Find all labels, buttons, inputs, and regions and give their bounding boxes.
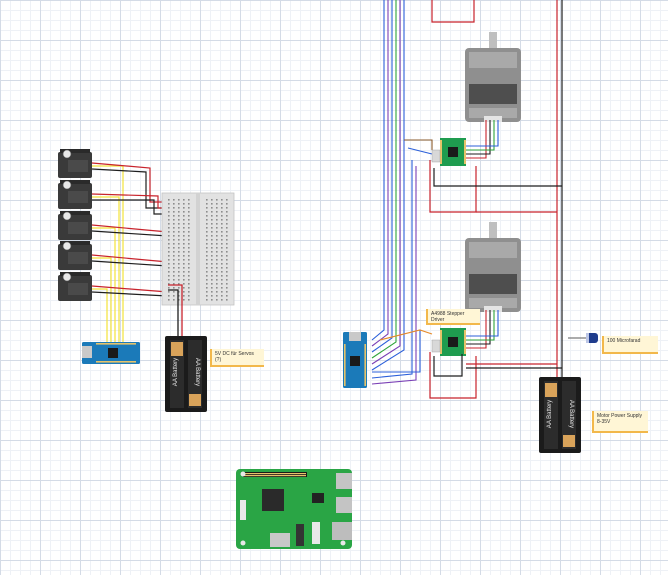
breadboard-holes bbox=[168, 199, 228, 301]
battery-pack-left: AA Battery AA Battery bbox=[165, 336, 207, 412]
note-capacitor: 100 Microfarad bbox=[602, 336, 658, 354]
servo-group bbox=[58, 149, 169, 342]
stepper-wires-lower bbox=[466, 310, 499, 349]
note-stepper-driver: A4988 Stepper Driver bbox=[426, 309, 480, 325]
battery-left-label-2: AA Battery bbox=[173, 358, 179, 386]
servo-3 bbox=[58, 211, 92, 240]
arduino-nano-right bbox=[343, 332, 367, 388]
servo-2 bbox=[58, 180, 92, 209]
battery-right-label-2: AA Battery bbox=[547, 400, 553, 428]
raspberry-pi bbox=[236, 469, 352, 549]
breadboard bbox=[161, 192, 235, 306]
a4988-driver-lower bbox=[431, 328, 466, 356]
servo-signal-wires bbox=[92, 165, 124, 342]
battery-right-label: AA Battery bbox=[568, 400, 574, 428]
servo-power-wires bbox=[91, 162, 169, 297]
note-servo-supply: 5V DC für Servos (?) bbox=[210, 349, 264, 367]
battery-wires-left bbox=[168, 284, 183, 338]
power-wires-upper bbox=[429, 0, 563, 372]
battery-pack-right: AA Battery AA Battery bbox=[539, 377, 581, 453]
servo-4 bbox=[58, 241, 92, 270]
a4988-driver-upper bbox=[431, 138, 466, 166]
servo-5 bbox=[58, 272, 92, 301]
note-motor-supply: Motor Power Supply 8-35V bbox=[592, 411, 648, 433]
signal-bus-wires bbox=[371, 0, 433, 385]
battery-left-label: AA Battery bbox=[194, 358, 200, 386]
stepper-wires-upper bbox=[466, 120, 499, 159]
stepper-motor-lower bbox=[465, 222, 521, 312]
arduino-nano-left bbox=[82, 342, 140, 364]
capacitor bbox=[586, 333, 598, 343]
servo-1 bbox=[58, 149, 92, 178]
stepper-motor-upper bbox=[465, 32, 521, 122]
